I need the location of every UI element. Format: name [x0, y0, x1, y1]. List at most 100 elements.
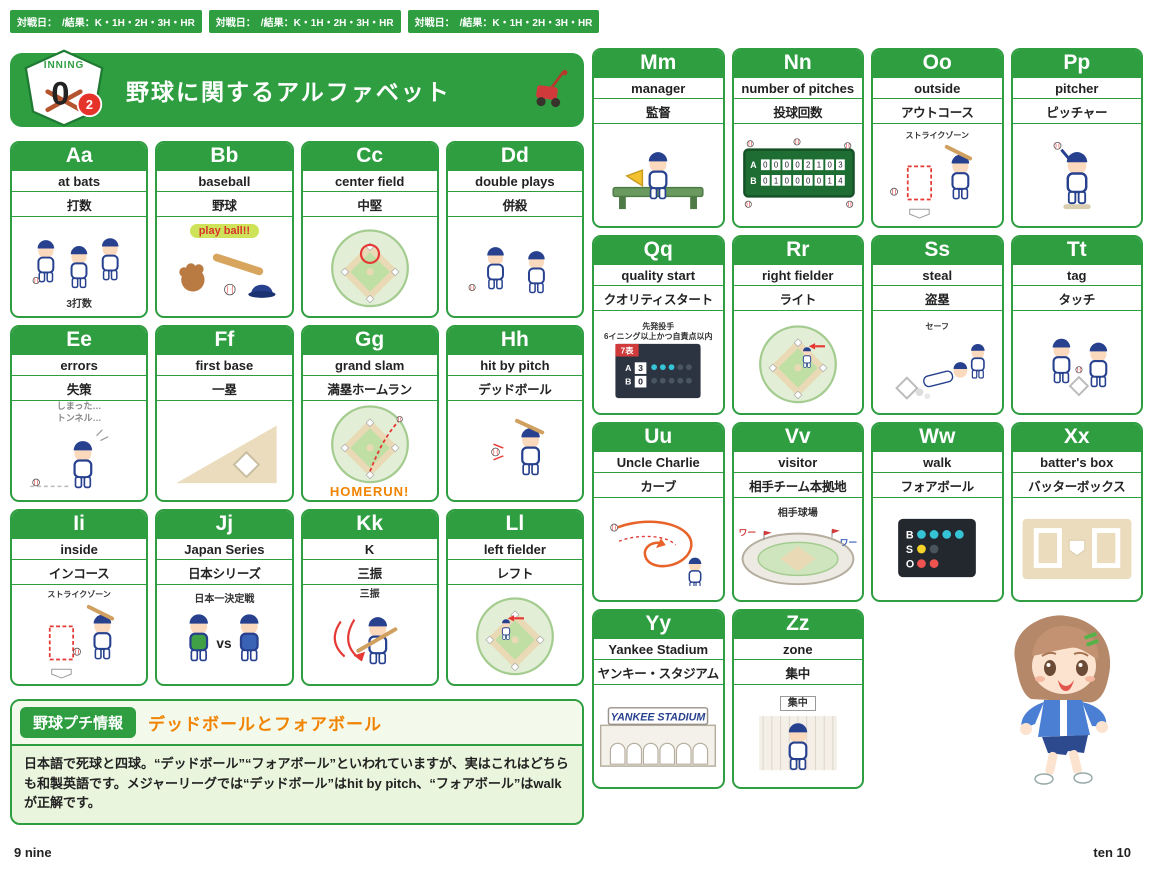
card-letter: Mm: [594, 50, 723, 78]
card-japanese-term: ヤンキー・スタジアム: [594, 660, 723, 685]
field-left-illustration: [470, 593, 560, 676]
card-japanese-term: インコース: [12, 560, 147, 585]
card-japanese-term: アウトコース: [873, 99, 1002, 124]
card-japanese-term: ピッチャー: [1012, 99, 1141, 124]
equipment-illustration: [165, 239, 283, 309]
error-illustration: [20, 424, 138, 500]
strikezone-out-illustration: [878, 141, 996, 219]
card-japanese-term: 盗塁: [873, 286, 1002, 311]
card-japanese-term: 監督: [594, 99, 723, 124]
card-illustration: [734, 311, 863, 413]
card-illustration: ストライクゾーン: [12, 585, 146, 684]
card-english-term: Uncle Charlie: [594, 452, 723, 473]
card-english-term: manager: [594, 78, 723, 99]
illustration-caption: 集中: [779, 695, 816, 712]
mascot-character: [986, 604, 1136, 794]
card-letter: Kk: [302, 511, 437, 539]
page-number-left: 9 nine: [14, 845, 52, 860]
svg-text:0: 0: [784, 161, 789, 170]
card-letter: Ss: [873, 237, 1002, 265]
card-letter: Zz: [733, 611, 862, 639]
card-japanese-term: 中堅: [302, 192, 437, 217]
card-japanese-term: バッターボックス: [1012, 473, 1141, 498]
field-homerun-illustration: [325, 401, 415, 484]
card-illustration: [303, 217, 437, 316]
card-letter: Bb: [157, 143, 292, 171]
pitcher-illustration: [1018, 136, 1136, 214]
page-number-right: ten 10: [1093, 845, 1131, 860]
card-illustration: [448, 401, 582, 500]
card-letter: Vv: [733, 424, 862, 452]
card-letter: Xx: [1012, 424, 1141, 452]
info-body: 日本語で死球と四球。“デッドボール”“フォアボール”といわれていますが、実はこれ…: [24, 756, 569, 810]
field-center-illustration: [325, 225, 415, 308]
players-illustration: [20, 222, 138, 298]
card-illustration: [448, 217, 582, 316]
card-english-term: left fielder: [447, 539, 582, 560]
facade-illustration: YANKEE STADIUM: [594, 702, 722, 770]
card-english-term: baseball: [157, 171, 292, 192]
svg-text:2: 2: [806, 161, 810, 170]
card-letter: Oo: [873, 50, 1002, 78]
svg-text:0: 0: [763, 176, 768, 185]
card-english-term: quality start: [594, 265, 723, 286]
svg-text:ワー: ワー: [738, 528, 756, 538]
card-letter: Ww: [873, 424, 1002, 452]
svg-text:0: 0: [51, 74, 69, 111]
card-illustration: 相手球場ワーワー: [734, 498, 863, 600]
info-title: デッドボールとフォアボール: [148, 715, 383, 734]
svg-text:1: 1: [827, 176, 831, 185]
card-letter: Gg: [302, 327, 437, 355]
svg-text:0: 0: [827, 161, 832, 170]
svg-text:4: 4: [838, 176, 843, 185]
svg-text:INNING: INNING: [44, 60, 84, 71]
base-corner-illustration: [165, 413, 283, 489]
card-japanese-term: デッドボール: [447, 376, 582, 401]
match-result-label: 結果：K・1H・2H・3H・HR: [64, 18, 195, 29]
svg-text:0: 0: [795, 161, 800, 170]
card-letter: Ee: [12, 327, 147, 355]
card-japanese-term: 打数: [12, 192, 147, 217]
card-illustration: YANKEE STADIUM: [594, 685, 723, 787]
svg-text:0: 0: [784, 176, 789, 185]
card-letter: Yy: [594, 611, 723, 639]
versus-illustration: vs: [165, 607, 283, 675]
card-english-term: center field: [302, 171, 437, 192]
card-illustration: [1013, 124, 1142, 226]
match-date-label: 対戦日： /: [17, 18, 65, 29]
info-tag: 野球プチ情報: [20, 707, 137, 738]
card-illustration: セーフ: [873, 311, 1002, 413]
card-illustration: [157, 401, 291, 500]
zone-illustration: [739, 712, 857, 776]
illustration-caption: HOMERUN!: [329, 484, 410, 500]
illustration-caption: 日本一決定戦: [194, 594, 255, 606]
card-illustration: [594, 498, 723, 600]
illustration-caption: しまった…: [56, 401, 102, 412]
bench-illustration: [599, 137, 717, 213]
card-japanese-term: クオリティスタート: [594, 286, 723, 311]
card-english-term: hit by pitch: [447, 355, 582, 376]
svg-text:A: A: [625, 363, 632, 373]
illustration-caption: play ball!!: [189, 223, 260, 239]
card-illustration: 三振: [303, 585, 437, 684]
card-english-term: visitor: [733, 452, 862, 473]
card-japanese-term: 満塁ホームラン: [302, 376, 437, 401]
match-record-bar: 対戦日： / 結果：K・1H・2H・3H・HR: [10, 10, 202, 33]
